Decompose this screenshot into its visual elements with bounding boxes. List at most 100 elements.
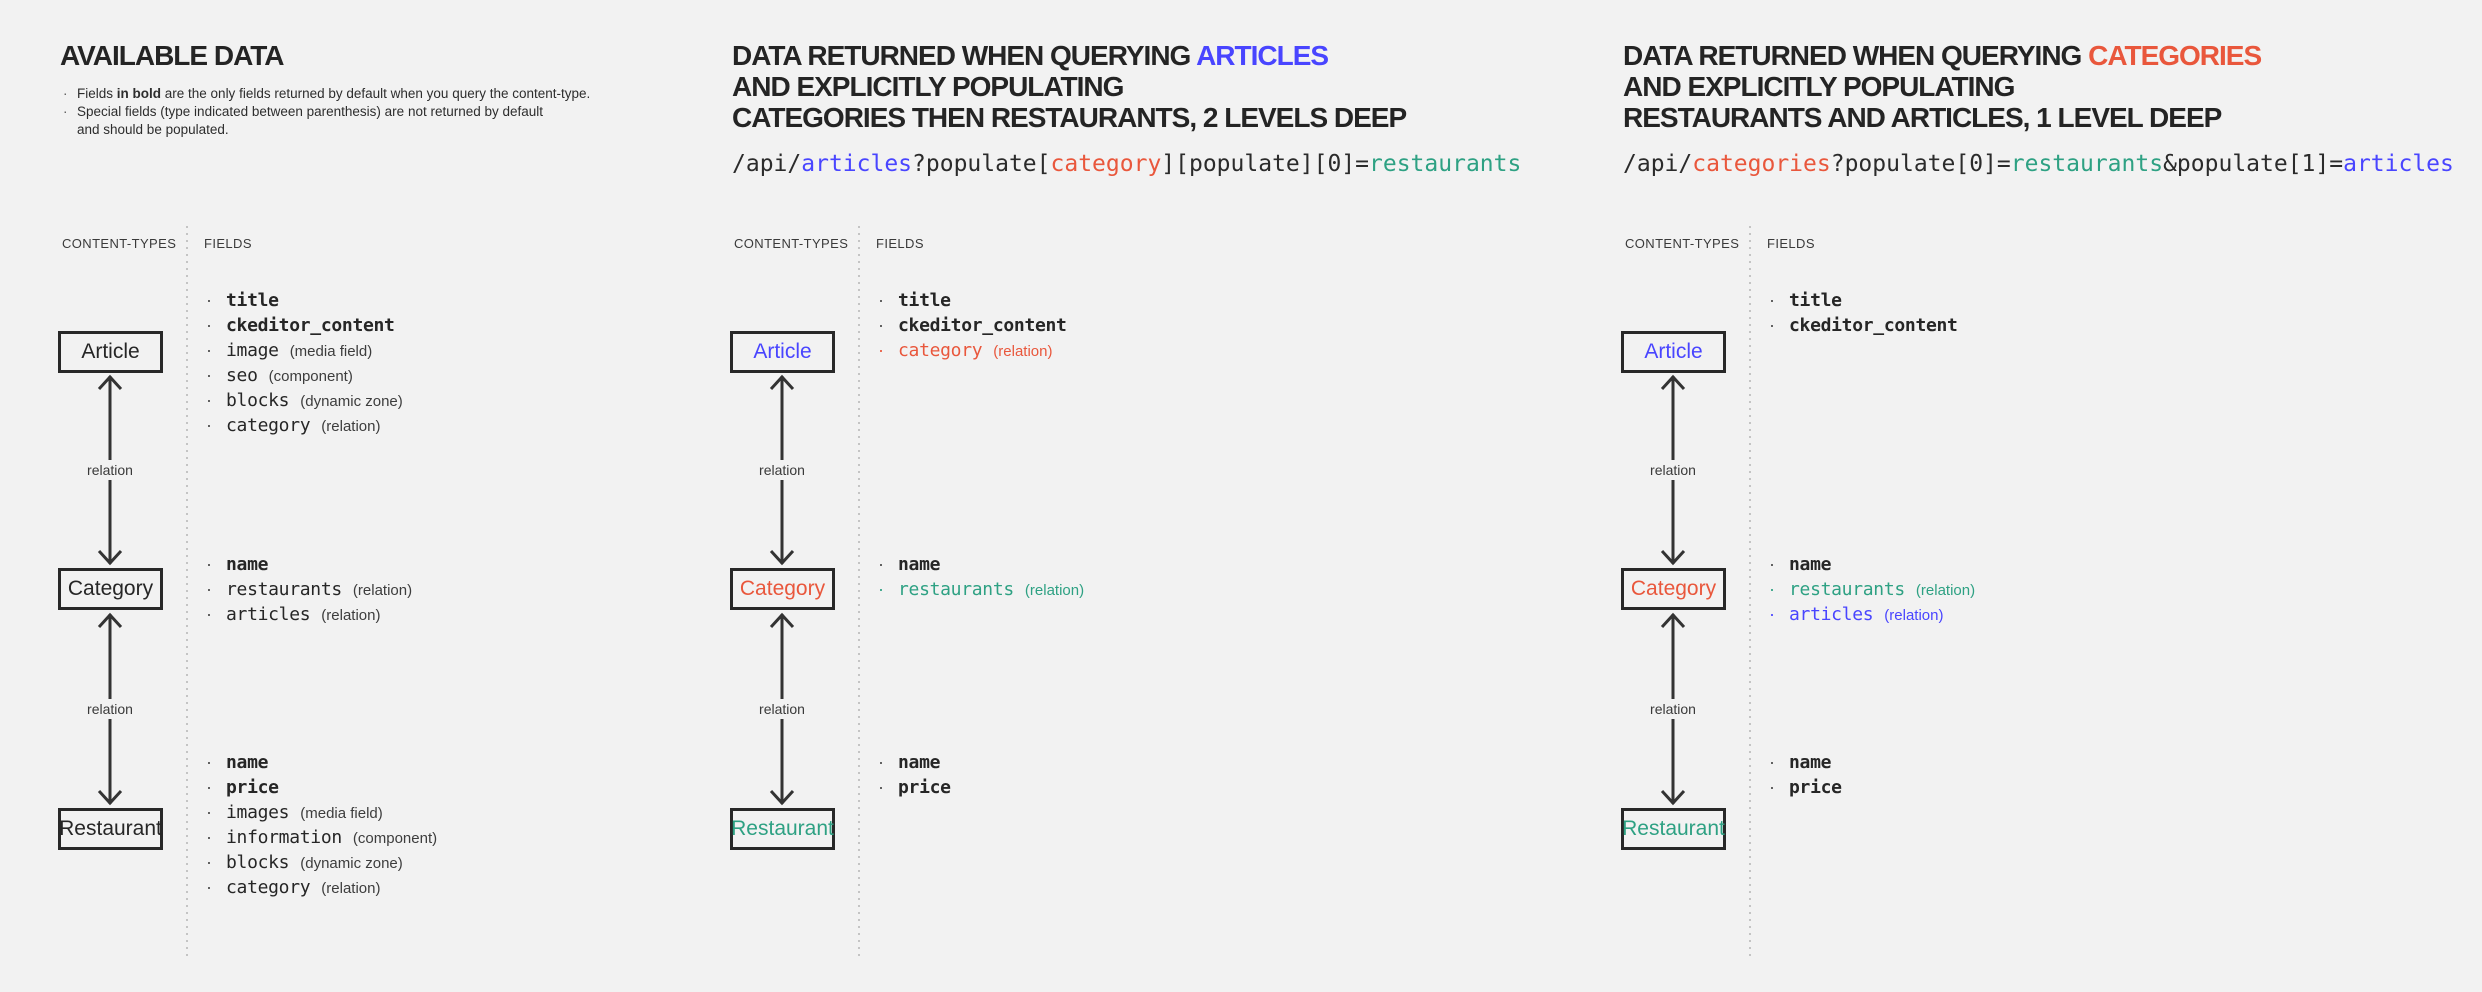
bullet-icon: · (206, 340, 212, 360)
field-name: name (1789, 752, 1832, 773)
field-type: (relation) (321, 880, 381, 897)
bullet-icon: · (1769, 579, 1775, 599)
arrowhead-up-icon (769, 612, 795, 629)
bullet-icon: · (206, 390, 212, 410)
field-item: ·category(relation) (206, 877, 437, 902)
field-name: title (898, 290, 951, 311)
bullet-icon: · (1769, 290, 1775, 310)
divider-dotted-line (1749, 226, 1751, 956)
field-item: ·category(relation) (206, 415, 403, 440)
content-type-box-article: Article (58, 331, 163, 373)
field-item: ·images(media field) (206, 802, 437, 827)
field-group: ·name·restaurants(relation)·articles(rel… (1769, 554, 1975, 629)
field-type: (relation) (352, 582, 413, 599)
bullet-icon: · (1769, 752, 1775, 772)
field-item: · name (1769, 554, 1975, 579)
bullet-icon: · (206, 415, 212, 435)
panel-title-line: RESTAURANTS AND ARTICLES, 1 LEVEL DEEP (1623, 102, 2222, 133)
field-name: restaurants (898, 579, 1014, 600)
bullet-icon: · (1769, 315, 1775, 335)
field-name: title (226, 290, 279, 311)
field-item: ·seo(component) (206, 365, 403, 390)
panel-available-data: AVAILABLE DATA Fields in bold are the on… (58, 0, 703, 992)
field-type: (relation) (321, 607, 381, 624)
field-group: ·title·ckeditor_content·category(relatio… (878, 290, 1067, 365)
relation-arrow: relation (1633, 374, 1713, 566)
field-group: · name ·price (878, 752, 951, 802)
field-group: ·name·restaurants(relation) (878, 554, 1084, 604)
bullet-icon: · (1769, 777, 1775, 797)
field-name: articles (226, 604, 311, 625)
field-name: name (226, 554, 269, 575)
field-name: ckeditor_content (1789, 315, 1958, 336)
bullet-icon: · (878, 340, 884, 360)
fields-label: FIELDS (1767, 236, 1815, 251)
relation-arrow: relation (70, 612, 150, 806)
field-name: articles (1789, 604, 1874, 625)
field-name: seo (226, 365, 258, 386)
relation-label: relation (1646, 699, 1700, 719)
field-item: · name (1769, 752, 1842, 777)
field-name: name (898, 752, 941, 773)
arrowhead-down-icon (769, 789, 795, 806)
bullet-icon: · (206, 579, 212, 599)
field-item: ·restaurants(relation) (878, 579, 1084, 604)
arrowhead-up-icon (1660, 374, 1686, 391)
panel-title-line: DATA RETURNED WHEN QUERYING ARTICLES (732, 40, 1329, 71)
relation-label: relation (1646, 460, 1700, 480)
field-item: ·blocks(dynamic zone) (206, 390, 403, 415)
field-name: ckeditor_content (898, 315, 1067, 336)
arrowhead-down-icon (769, 549, 795, 566)
field-name: ckeditor_content (226, 315, 395, 336)
field-item: ·name (206, 752, 437, 777)
note-item: and should be populated. (77, 122, 229, 137)
field-item: · name (878, 752, 951, 777)
arrowhead-down-icon (1660, 789, 1686, 806)
field-type: (component) (268, 368, 353, 385)
content-type-box-article: Article (1621, 331, 1726, 373)
relation-label: relation (755, 699, 809, 719)
panel-title-line: CATEGORIES THEN RESTAURANTS, 2 LEVELS DE… (732, 102, 1407, 133)
field-type: (relation) (1915, 582, 1976, 599)
content-types-label: CONTENT-TYPES (62, 236, 177, 251)
bullet-icon: · (878, 752, 884, 772)
field-item: ·ckeditor_content (206, 315, 403, 340)
field-type: (dynamic zone) (300, 393, 403, 410)
relation-arrow: relation (742, 374, 822, 566)
field-name: category (226, 877, 311, 898)
relation-label: relation (83, 699, 137, 719)
bullet-icon: · (206, 802, 212, 822)
field-name: image (226, 340, 279, 361)
bullet-icon: · (1769, 554, 1775, 574)
field-item: ·restaurants(relation) (1769, 579, 1975, 604)
field-type: (relation) (993, 343, 1053, 360)
content-type-box-category: Category (58, 568, 163, 610)
note-item: Fields in bold are the only fields retur… (63, 85, 590, 103)
panel-title-line: AND EXPLICITLY POPULATING (1623, 71, 2015, 102)
panel-title-line: AND EXPLICITLY POPULATING (732, 71, 1124, 102)
field-type: (media field) (289, 343, 373, 360)
field-item: ·title (878, 290, 1067, 315)
field-name: name (1789, 554, 1832, 575)
field-name: name (226, 752, 269, 773)
bullet-icon: · (206, 777, 212, 797)
relation-label: relation (755, 460, 809, 480)
field-type: (component) (352, 830, 438, 847)
field-item: ·price (878, 777, 951, 802)
content-types-label: CONTENT-TYPES (734, 236, 849, 251)
field-name: category (898, 340, 983, 361)
field-name: blocks (226, 852, 290, 873)
arrowhead-up-icon (97, 612, 123, 629)
fields-label: FIELDS (876, 236, 924, 251)
field-item: ·articles(relation) (206, 604, 412, 629)
panel-title-line: DATA RETURNED WHEN QUERYING CATEGORIES (1623, 40, 2262, 71)
bullet-icon: · (878, 777, 884, 797)
arrowhead-up-icon (769, 374, 795, 391)
